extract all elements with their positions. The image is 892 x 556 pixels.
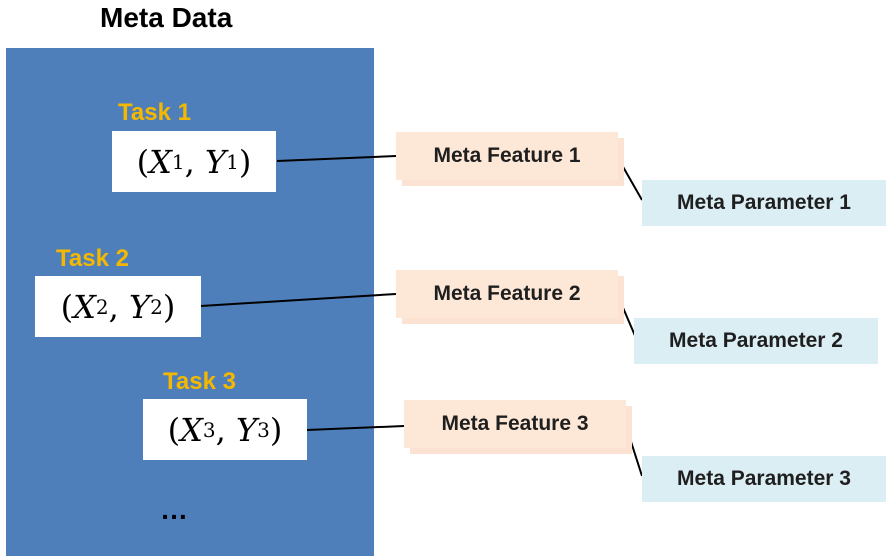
task-2-y-var: Y: [129, 287, 151, 326]
meta-parameter-1: Meta Parameter 1: [642, 180, 886, 226]
task-2-x-index: 2: [95, 294, 109, 319]
task-2-label: Task 2: [56, 245, 129, 272]
meta-feature-1: Meta Feature 1: [396, 132, 618, 180]
more-tasks-ellipsis: …: [160, 494, 188, 525]
task-3-x-index: 3: [202, 417, 216, 442]
task-1-x-index: 1: [171, 149, 185, 174]
connector-feature3-param3: [625, 425, 643, 477]
meta-feature-2: Meta Feature 2: [396, 270, 618, 318]
meta-parameter-3: Meta Parameter 3: [642, 456, 886, 502]
task-1-y-index: 1: [226, 149, 239, 174]
task-3-y-index: 3: [257, 417, 270, 442]
meta-parameter-2: Meta Parameter 2: [634, 318, 878, 364]
task-2-x-var: X: [73, 287, 96, 326]
task-3-y-var: Y: [236, 410, 258, 449]
meta-feature-3: Meta Feature 3: [404, 400, 626, 448]
task-1-y-var: Y: [205, 142, 227, 181]
task-1-x-var: X: [149, 142, 172, 181]
task-1-label: Task 1: [118, 99, 191, 126]
task-2-y-index: 2: [150, 294, 163, 319]
connector-feature1-param1: [617, 157, 643, 201]
task-3-label: Task 3: [163, 368, 236, 395]
diagram-title: Meta Data: [100, 2, 233, 33]
task-3-x-var: X: [180, 410, 203, 449]
